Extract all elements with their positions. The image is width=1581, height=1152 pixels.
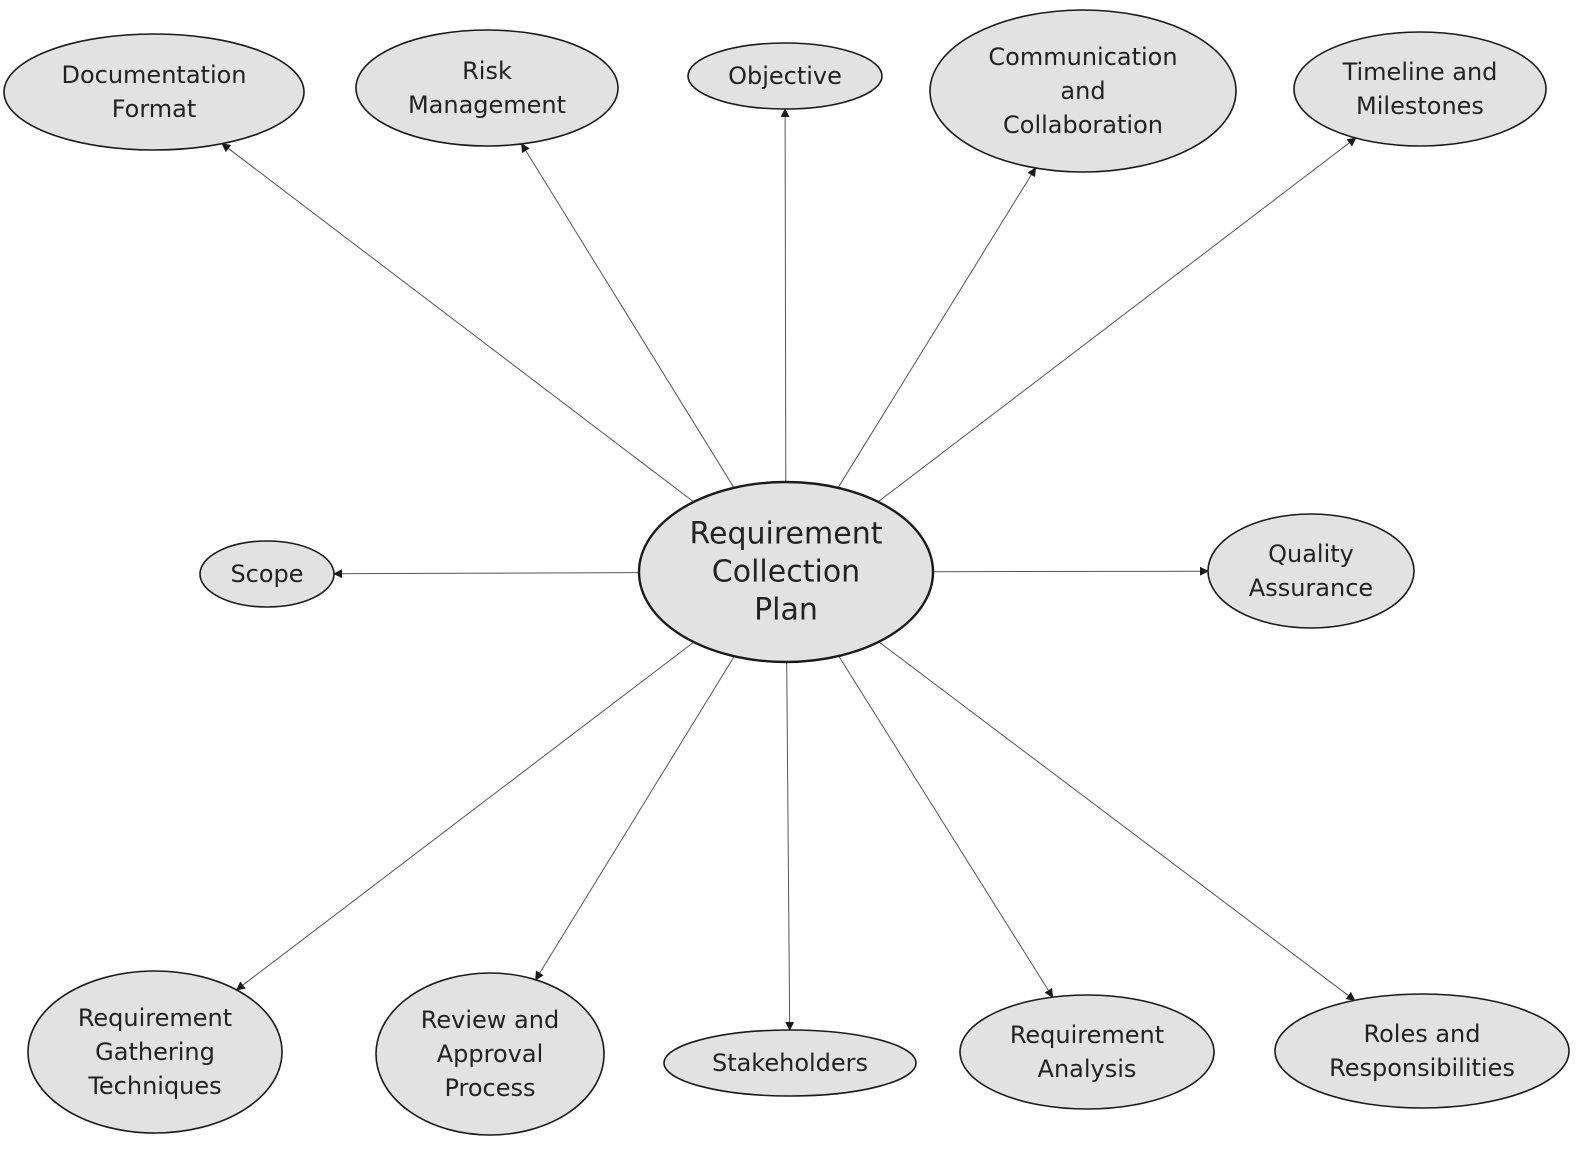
- arrow-to-requirement-gathering-techniques: [235, 641, 695, 991]
- central-node-label-line: Plan: [754, 593, 818, 628]
- arrow-to-quality-assurance: [932, 566, 1209, 576]
- node-label-line: Format: [112, 95, 197, 123]
- node-label-line: Techniques: [87, 1072, 221, 1100]
- node-label-line: Process: [444, 1074, 535, 1102]
- node-label-line: Objective: [728, 62, 842, 90]
- arrow-to-scope: [333, 569, 640, 579]
- node-label-line: Assurance: [1249, 574, 1373, 602]
- node-label-line: Scope: [230, 560, 303, 588]
- node-shape: [355, 29, 619, 147]
- node-label-line: Stakeholders: [712, 1049, 868, 1077]
- node-label-line: Milestones: [1356, 92, 1484, 120]
- edges-layer: [221, 108, 1357, 1031]
- node-label-line: Timeline and: [1342, 58, 1498, 86]
- node-objective: Objective: [687, 42, 883, 110]
- node-label-line: Documentation: [61, 61, 246, 89]
- node-shape: [3, 33, 305, 151]
- central-node-label-line: Requirement: [690, 517, 883, 552]
- node-label-line: Risk: [462, 57, 512, 85]
- node-label-line: Requirement: [78, 1004, 232, 1032]
- arrow-to-roles-and-responsibilities: [878, 641, 1356, 1001]
- arrow-to-stakeholders: [785, 661, 795, 1031]
- node-shape: [663, 1029, 917, 1097]
- node-shape: [1207, 513, 1415, 629]
- arrow-to-documentation-format: [221, 143, 695, 503]
- node-shape: [199, 540, 335, 608]
- arrow-to-timeline-and-milestones: [877, 137, 1357, 503]
- node-label-line: Gathering: [95, 1038, 215, 1066]
- central-node-shape: [637, 480, 935, 664]
- node-label-line: Roles and: [1364, 1020, 1481, 1048]
- node-label-line: Analysis: [1038, 1055, 1137, 1083]
- node-label-line: Review and: [421, 1006, 559, 1034]
- node-scope: Scope: [199, 540, 335, 608]
- node-label-line: and: [1060, 77, 1105, 105]
- central-node-label-line: Collection: [712, 555, 860, 590]
- node-shape: [1274, 993, 1570, 1109]
- node-label-line: Responsibilities: [1329, 1054, 1515, 1082]
- node-stakeholders: Stakeholders: [663, 1029, 917, 1097]
- node-shape: [1293, 31, 1547, 147]
- node-shape: [375, 972, 605, 1136]
- arrow-to-review-and-approval-process: [535, 655, 735, 981]
- node-shape: [27, 970, 283, 1134]
- node-label-line: Management: [408, 91, 566, 119]
- arrow-to-requirement-analysis: [838, 655, 1054, 998]
- arrow-to-communication-and-collaboration: [837, 167, 1036, 489]
- node-shape: [687, 42, 883, 110]
- arrow-to-objective: [780, 108, 790, 483]
- node-label-line: Collaboration: [1003, 111, 1163, 139]
- node-label-line: Requirement: [1010, 1021, 1164, 1049]
- node-label-line: Approval: [437, 1040, 544, 1068]
- node-label-line: Quality: [1268, 540, 1354, 568]
- arrow-to-risk-management: [521, 143, 735, 489]
- node-shape: [959, 994, 1215, 1110]
- node-shape: [929, 9, 1237, 173]
- node-label-line: Communication: [988, 43, 1177, 71]
